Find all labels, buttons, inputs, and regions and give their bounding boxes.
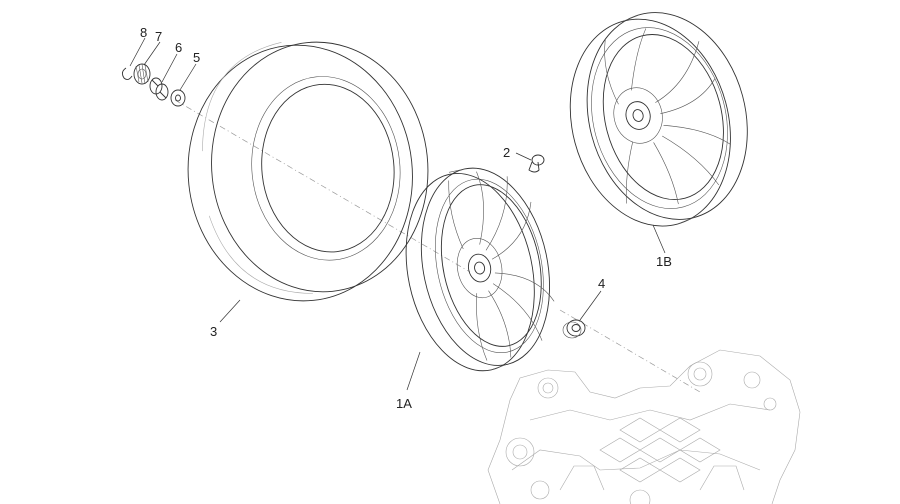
part-5-washer bbox=[170, 89, 186, 107]
callout-1a: 1A bbox=[396, 396, 412, 411]
part-3-tire bbox=[187, 41, 429, 302]
part-8-clip bbox=[121, 67, 133, 81]
engine-crankcase-background bbox=[487, 349, 801, 504]
part-4-washer bbox=[562, 319, 586, 339]
callout-8: 8 bbox=[140, 25, 147, 40]
callout-2: 2 bbox=[503, 145, 510, 160]
callout-1b: 1B bbox=[656, 254, 672, 269]
callout-5: 5 bbox=[193, 50, 200, 65]
callout-labels: 8 7 6 5 2 4 3 1A 1B bbox=[140, 25, 672, 411]
part-6-spacer bbox=[149, 77, 169, 101]
leader-lines bbox=[129, 37, 666, 391]
callout-7: 7 bbox=[155, 29, 162, 44]
callout-4: 4 bbox=[598, 276, 605, 291]
axis-lines bbox=[174, 99, 701, 393]
part-1a-wheel bbox=[405, 167, 555, 372]
callout-3: 3 bbox=[210, 324, 217, 339]
part-2-valve bbox=[528, 154, 545, 173]
callout-6: 6 bbox=[175, 40, 182, 55]
part-7-bearing bbox=[133, 63, 151, 85]
part-1b-wheel bbox=[569, 12, 748, 227]
